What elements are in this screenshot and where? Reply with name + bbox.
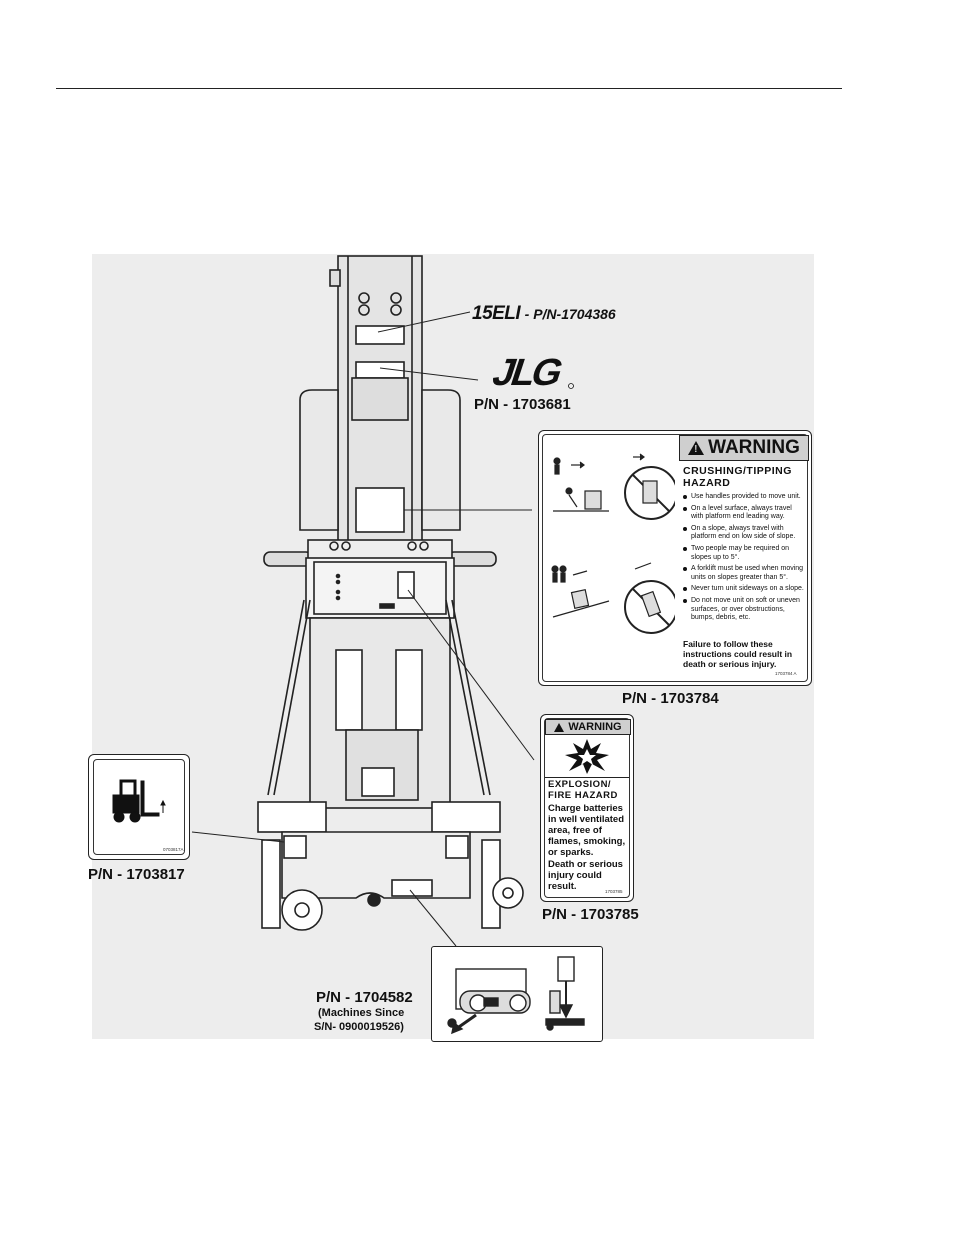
decal-code: 1703784 A [775,671,797,676]
brake-release-decal [431,946,603,1042]
hazard-title: EXPLOSION/ FIRE HAZARD [548,779,618,801]
bullet-item: Two people may be required on slopes up … [683,545,805,562]
svg-text:JLG: JLG [487,352,566,390]
forklift-icon [112,779,166,823]
header-rule [56,88,842,89]
brake-part-number: P/N - 1704582 [316,989,413,1006]
brake-release-pictogram [447,956,585,1035]
bullet-item: Do not move unit on soft or uneven surfa… [683,597,805,623]
warning-consequence: Failure to follow these instructions cou… [683,639,793,669]
bullet-item: On a level surface, always travel with p… [683,505,805,522]
decal-code: 1703785 [605,889,623,894]
brake-note-line1: (Machines Since [318,1007,405,1019]
model-part-number: - P/N-1704386 [524,306,616,322]
forklift-part-number: P/N - 1703817 [88,866,185,883]
bullet-item: A forklift must be used when moving unit… [683,565,805,582]
warning-triangle-icon: ! [688,441,705,455]
explosion-icon [565,739,609,774]
bullet-item: Use handles provided to move unit. [683,493,805,502]
model-name: 15ELI [472,303,521,324]
jlg-logo: JLG [487,352,574,390]
warning2-part-number: P/N - 1703785 [542,906,639,923]
prohibited-icon [624,466,675,520]
warning-triangle-icon [554,722,565,732]
brake-note-line2: S/N- 0900019526) [314,1021,404,1033]
hazard-title: CRUSHING/TIPPING HAZARD [683,465,792,489]
crushing-warning-pictograms [551,453,675,634]
forklift-decal: 0703817A [88,754,190,860]
warning-instruction: Charge batteries in well ventilated area… [548,803,626,858]
bullet-item: On a slope, always travel with platform … [683,525,805,542]
bullet-item: Never turn unit sideways on a slope. [683,585,805,594]
explosion-warning-decal: WARNING EXPLOSION/ FIRE HAZARD Charge ba… [540,714,634,902]
warning-bullets: Use handles provided to move unit. On a … [683,493,805,626]
warning1-part-number: P/N - 1703784 [622,690,719,707]
warning-consequence: Death or serious injury could result. [548,859,623,892]
person-icon [553,457,561,475]
logo-part-number: P/N - 1703681 [474,396,571,413]
warning-header: ! WARNING [679,435,809,461]
warning-header: WARNING [545,719,631,735]
model-label: 15ELI - P/N-1704386 [472,303,616,325]
crushing-tipping-warning-decal: ! WARNING CRUSHING/TIPPING HAZARD Use ha… [538,430,812,686]
decal-code: 0703817A [163,847,184,852]
